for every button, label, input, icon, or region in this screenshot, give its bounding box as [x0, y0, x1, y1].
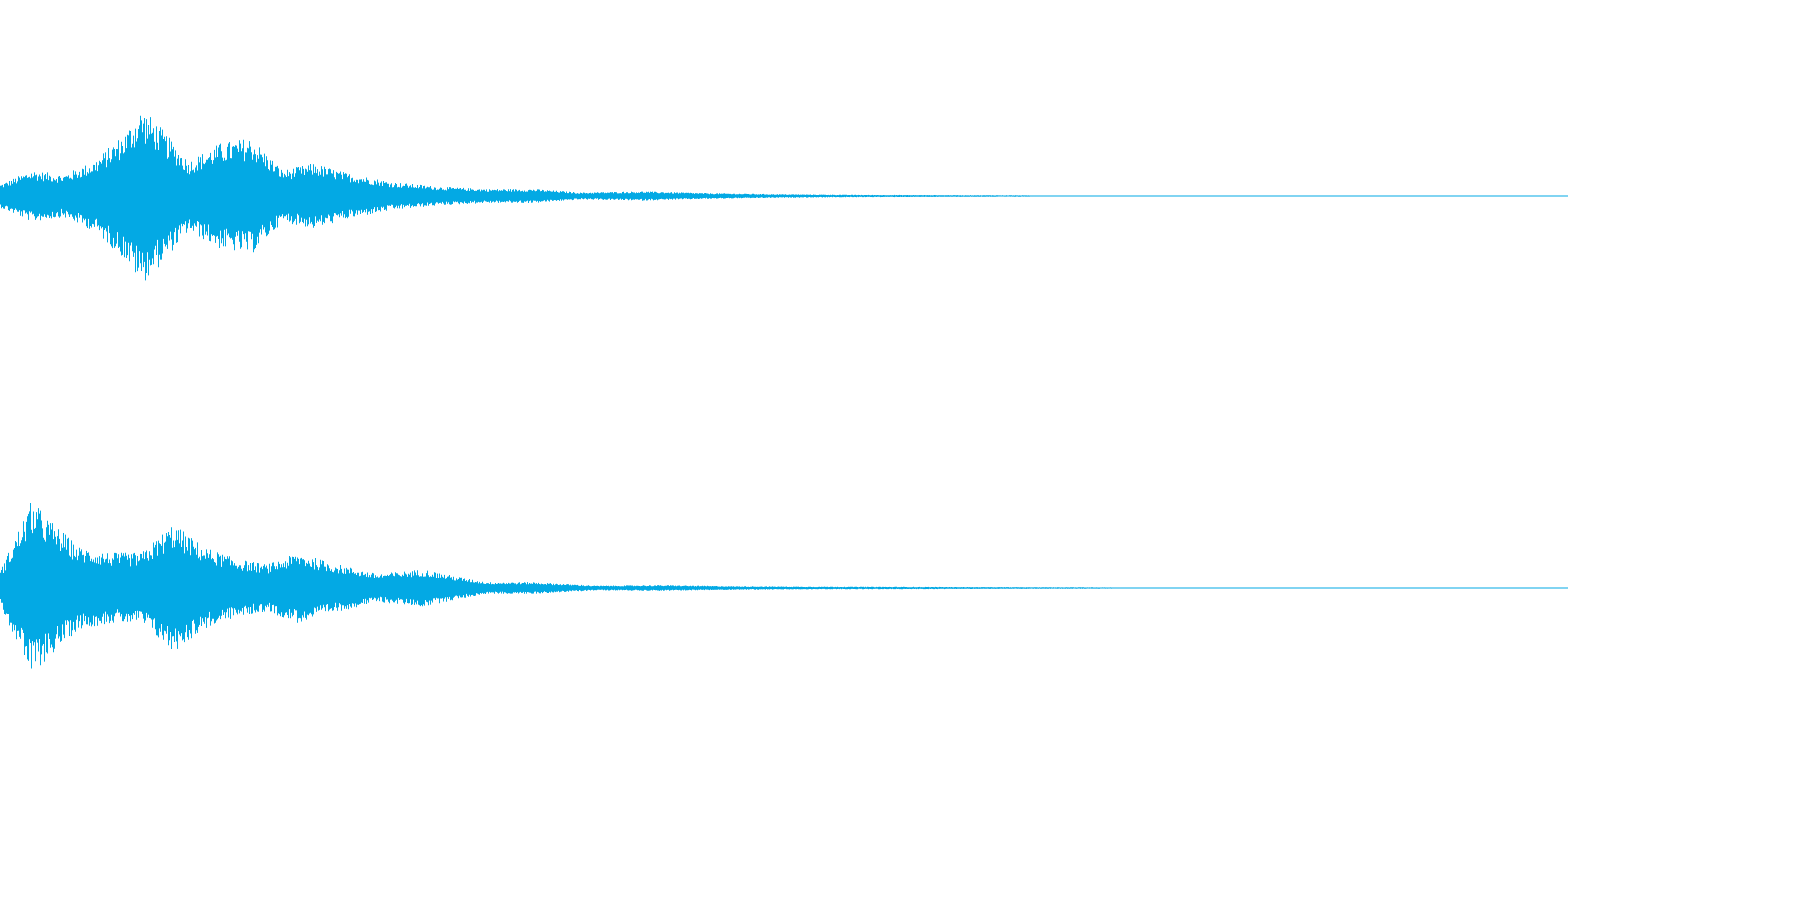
- channel-1-waveform: [0, 115, 1092, 281]
- waveform-channel-2: [0, 503, 1568, 669]
- waveform-canvas: [0, 115, 1568, 669]
- channel-2-waveform: [0, 503, 1170, 669]
- waveform-channel-1: [0, 115, 1568, 281]
